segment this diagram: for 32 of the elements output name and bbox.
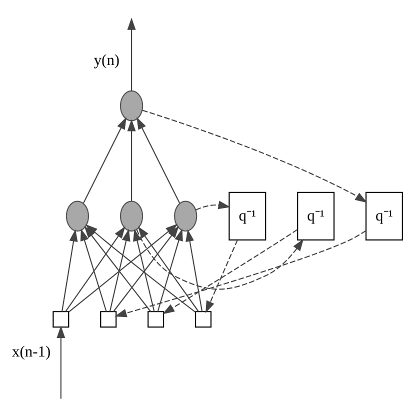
arrow [112,225,179,312]
node-box: q⁻¹ [297,191,335,240]
edge-label: x(n-1) [12,342,51,360]
arrow [114,230,366,317]
arrow [133,228,155,312]
node-circle [120,90,144,121]
node-circle [66,200,90,232]
edge-label: y(n) [94,52,120,69]
arrow [138,226,199,312]
arrow [61,228,78,312]
arrow [162,228,298,314]
node-box [52,310,70,328]
arrow [142,109,368,202]
node-box [148,310,164,328]
node-box: q⁻¹ [365,191,403,240]
arrow [186,228,203,312]
node-box: q⁻¹ [228,191,266,240]
arrow [82,116,126,203]
arrow [56,325,66,398]
arrow [206,239,238,313]
node-circle [174,200,198,232]
node-box [194,310,212,328]
node-box [100,310,117,328]
arrow [136,228,304,290]
arrow [196,200,230,210]
arrow [127,17,136,90]
arrow [136,116,180,203]
arrow [109,228,130,312]
node-circle [120,200,144,232]
arrow [157,228,183,312]
arrow [80,228,107,312]
arrow [127,118,136,200]
